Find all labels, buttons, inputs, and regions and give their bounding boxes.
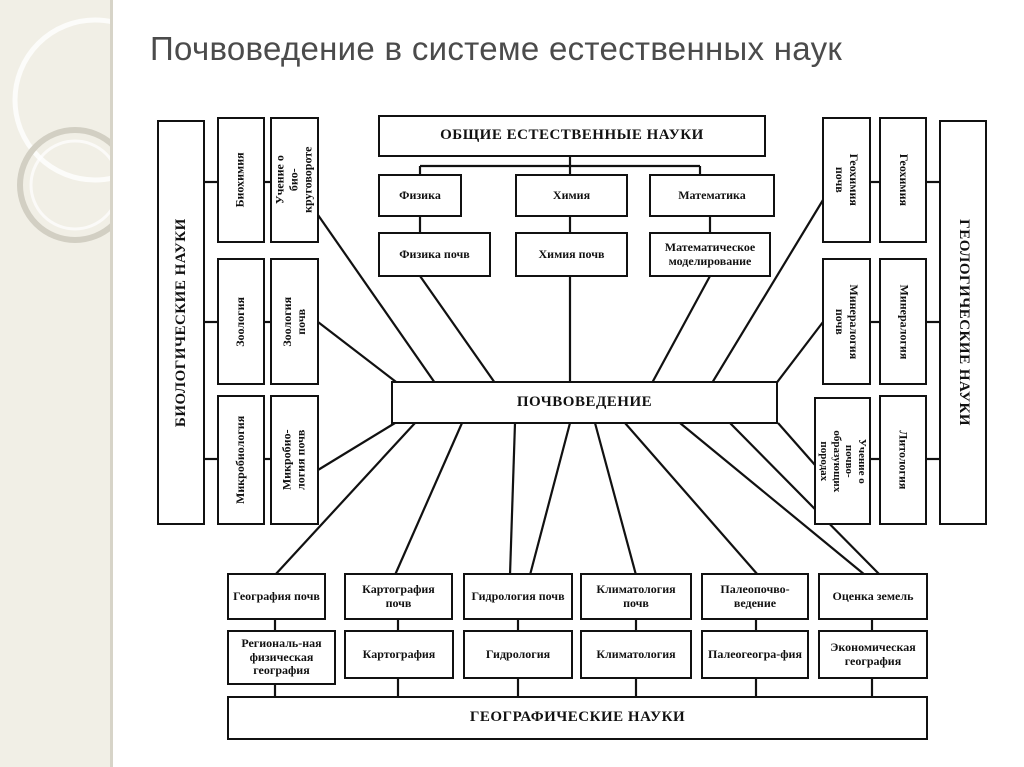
geography-row1-box: Картография почв xyxy=(344,573,453,620)
biological-inner-box: Микробио-логия почв xyxy=(270,395,319,525)
biological-sciences-header: БИОЛОГИЧЕСКИЕ НАУКИ xyxy=(157,120,205,525)
biological-outer-box: Микробиология xyxy=(217,395,265,525)
geological-sciences-header: ГЕОЛОГИЧЕСКИЕ НАУКИ xyxy=(939,120,987,525)
general-row1-box: Математика xyxy=(649,174,775,217)
biological-inner-box: Зоология почв xyxy=(270,258,319,385)
slide-title: Почвоведение в системе естественных наук xyxy=(150,30,843,67)
geography-row2-box: Гидрология xyxy=(463,630,573,679)
geographical-sciences-header: ГЕОГРАФИЧЕСКИЕ НАУКИ xyxy=(227,696,928,740)
biological-outer-box: Биохимия xyxy=(217,117,265,243)
general-row1-box: Физика xyxy=(378,174,462,217)
geological-outer-box: Литология xyxy=(879,395,927,525)
general-row2-box: Химия почв xyxy=(515,232,628,277)
slide-sidebar-decoration xyxy=(0,0,113,767)
biological-outer-box: Зоология xyxy=(217,258,265,385)
geography-row2-box: Региональ-ная физическая география xyxy=(227,630,336,685)
general-sciences-header: ОБЩИЕ ЕСТЕСТВЕННЫЕ НАУКИ xyxy=(378,115,766,157)
decorative-rings xyxy=(12,17,113,243)
geography-row1-box: Климатология почв xyxy=(580,573,692,620)
geological-outer-box: Минералогия xyxy=(879,258,927,385)
geological-inner-box: Учение о почво-образующих породах xyxy=(814,397,871,525)
geography-row2-box: Экономическая география xyxy=(818,630,928,679)
general-row1-box: Химия xyxy=(515,174,628,217)
geography-row1-box: Гидрология почв xyxy=(463,573,573,620)
geological-inner-box: Геохимия почв xyxy=(822,117,871,243)
geography-row2-box: Климатология xyxy=(580,630,692,679)
geography-row2-box: Палеогеогра-фия xyxy=(701,630,809,679)
geological-inner-box: Минералогия почв xyxy=(822,258,871,385)
biological-inner-box: Учение о био-круговороте xyxy=(270,117,319,243)
geography-row1-box: Палеопочво-ведение xyxy=(701,573,809,620)
geography-row1-box: Оценка земель xyxy=(818,573,928,620)
general-row2-box: Математическое моделирование xyxy=(649,232,771,277)
geological-outer-box: Геохимия xyxy=(879,117,927,243)
geography-row1-box: География почв xyxy=(227,573,326,620)
geography-row2-box: Картография xyxy=(344,630,454,679)
general-row2-box: Физика почв xyxy=(378,232,491,277)
soil-science-center-box: ПОЧВОВЕДЕНИЕ xyxy=(391,381,778,424)
